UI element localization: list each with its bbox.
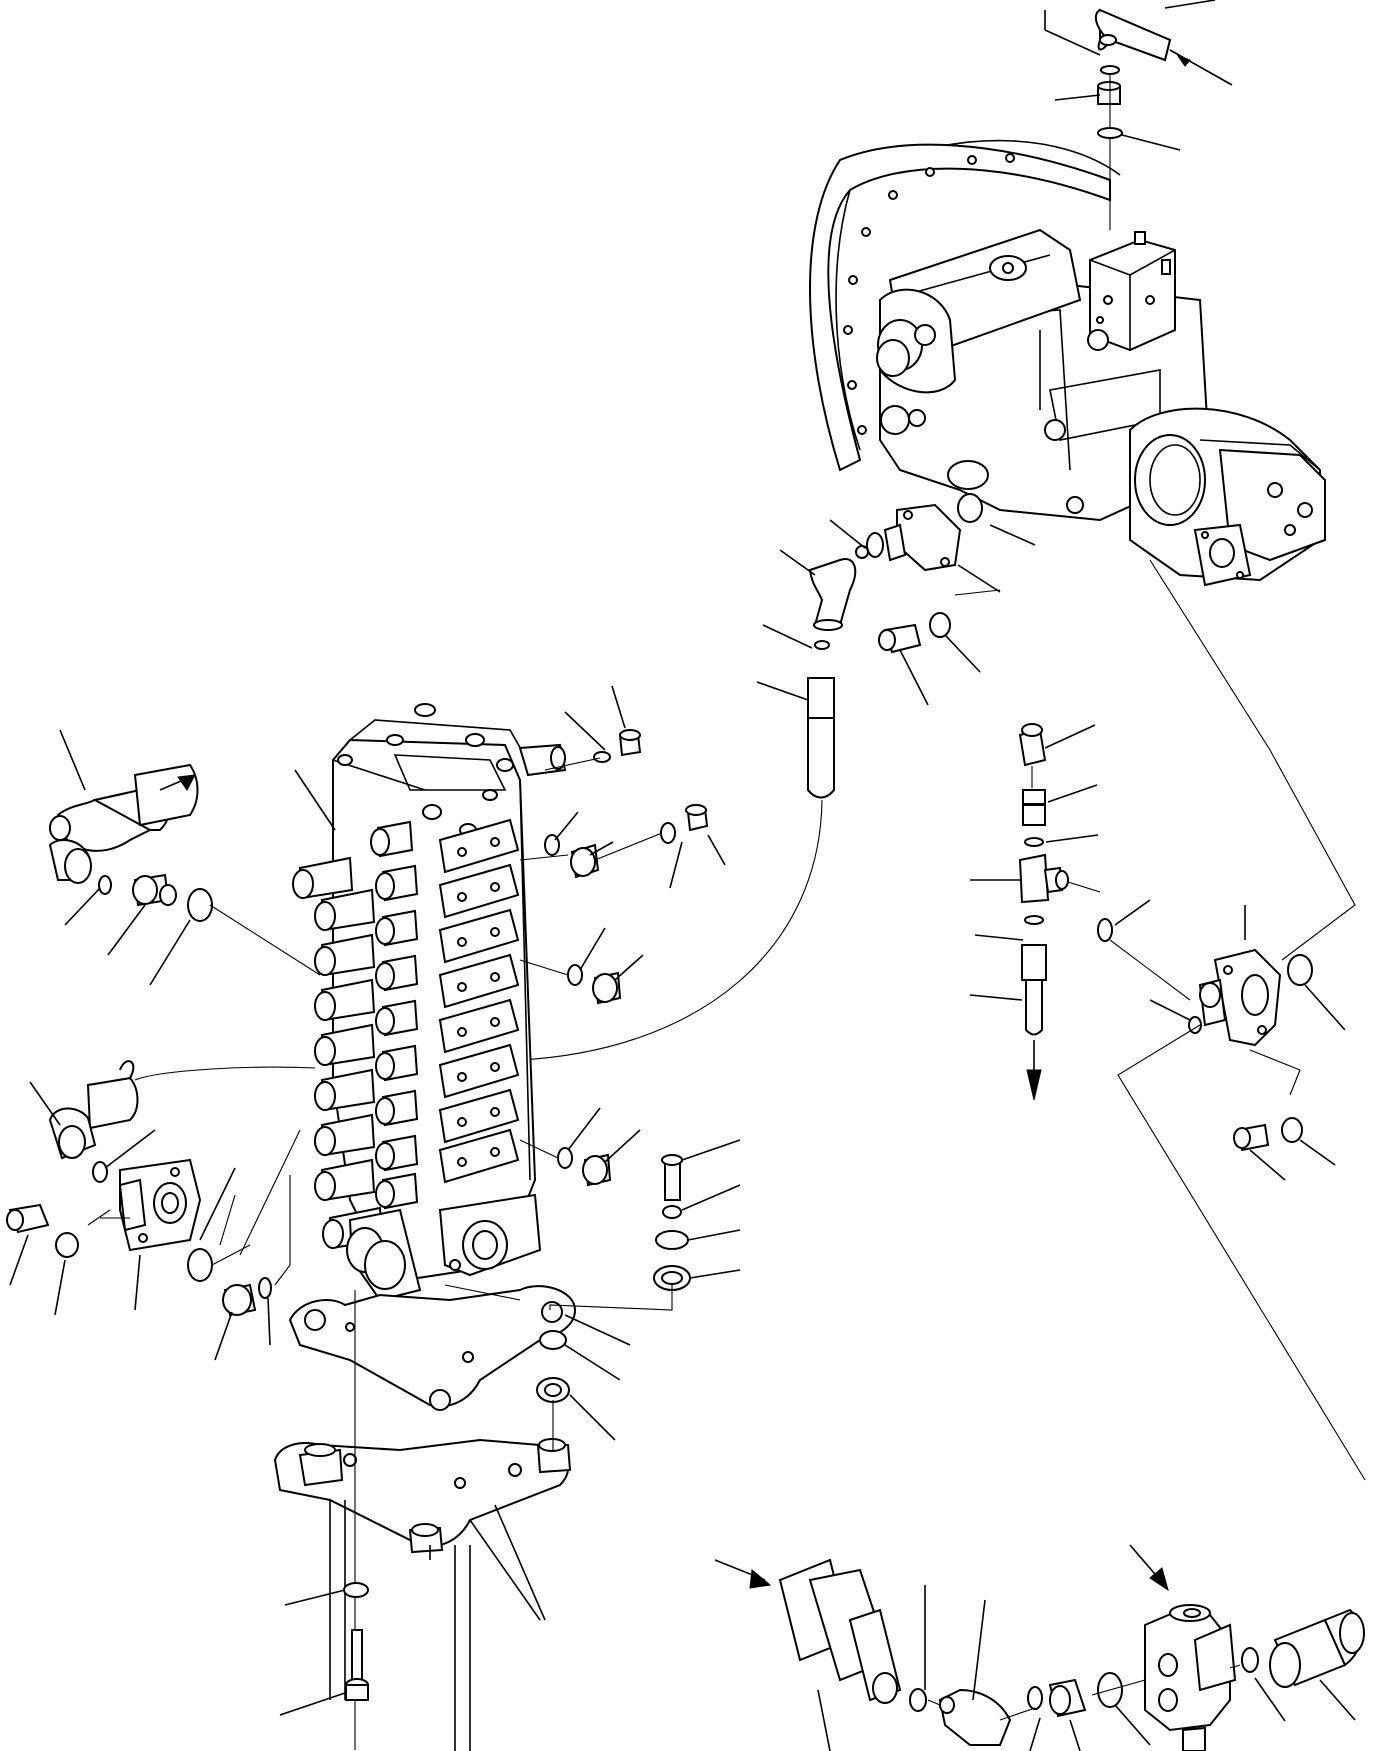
valve-plugs-right xyxy=(294,685,726,1187)
control-valve xyxy=(292,703,567,1302)
pilot-tee-assembly xyxy=(969,723,1191,1101)
spool-covers xyxy=(438,818,520,1184)
valve-ports-left xyxy=(292,856,384,1250)
pump-pilot-line xyxy=(1044,0,1233,230)
bottom-right-assembly xyxy=(714,1544,1365,1751)
pump-delivery-hose xyxy=(519,493,1036,1061)
right-flange xyxy=(1117,559,1366,1481)
valve-bracket xyxy=(273,1139,741,1751)
hydraulic-pump xyxy=(809,139,1326,587)
left-hose-upper xyxy=(48,729,321,986)
left-hose-lower xyxy=(6,1060,316,1361)
valve-ports-middle xyxy=(370,820,419,1210)
